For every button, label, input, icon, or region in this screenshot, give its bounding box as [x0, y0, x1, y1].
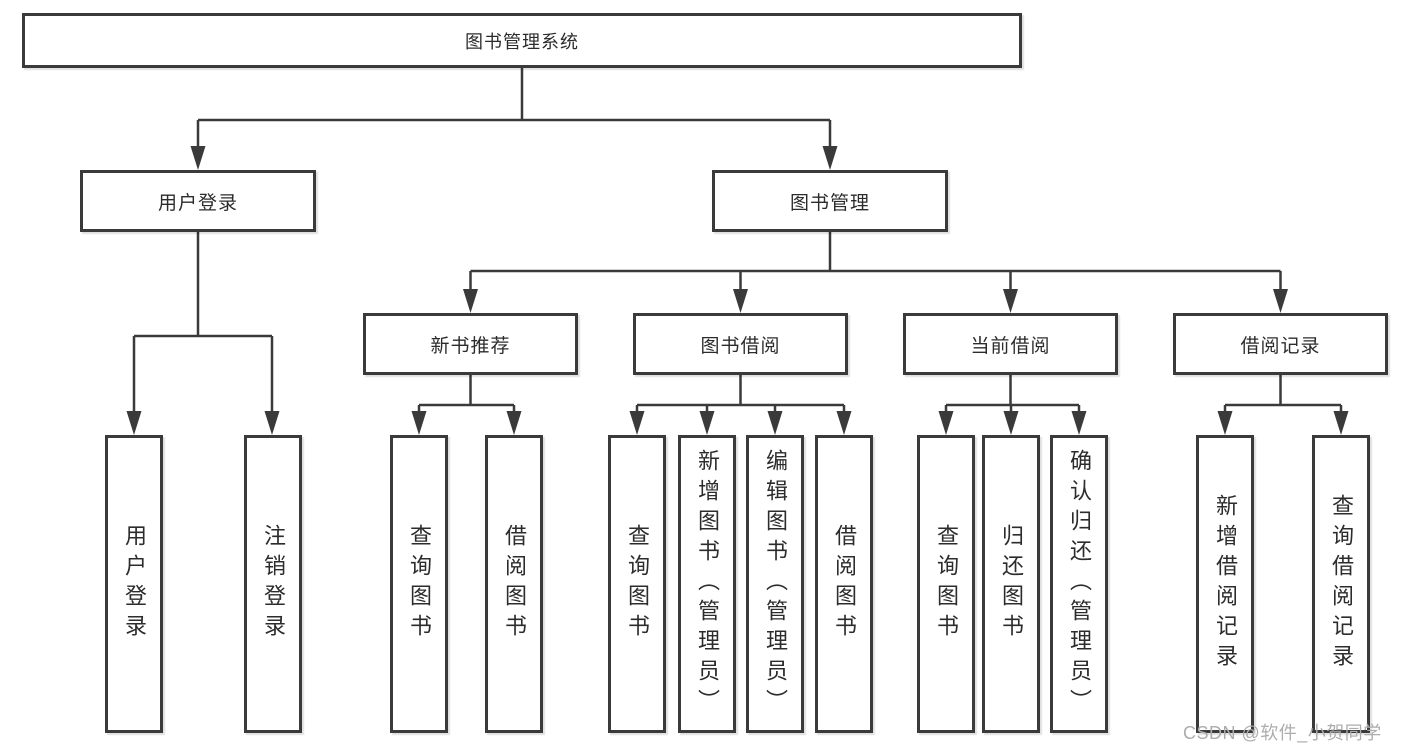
- leaf-label: 注销登录: [261, 524, 286, 644]
- leaf-return-book: 归还图书: [982, 435, 1040, 733]
- leaf-add-book-admin: 新增图书（管理员）: [678, 435, 736, 733]
- leaf-add-borrow-record: 新增借阅记录: [1196, 435, 1254, 733]
- node-library-management-system: 图书管理系统: [22, 13, 1022, 68]
- leaf-confirm-return-admin: 确认归还（管理员）: [1050, 435, 1108, 733]
- leaf-query-borrow-record: 查询借阅记录: [1312, 435, 1370, 733]
- leaf-query-books-current: 查询图书: [917, 435, 975, 733]
- leaf-label: 查询图书: [934, 524, 959, 644]
- leaf-borrow-books-recommend: 借阅图书: [485, 435, 543, 733]
- leaf-logout: 注销登录: [244, 435, 302, 733]
- node-current-borrowing: 当前借阅: [903, 313, 1118, 375]
- node-new-book-recommendation: 新书推荐: [363, 313, 578, 375]
- node-book-borrowing: 图书借阅: [633, 313, 848, 375]
- leaf-label: 用户登录: [122, 524, 147, 644]
- node-book-management: 图书管理: [712, 170, 948, 232]
- leaf-label: 借阅图书: [502, 524, 527, 644]
- leaf-label: 编辑图书（管理员）: [763, 449, 788, 719]
- leaf-query-books-recommend: 查询图书: [390, 435, 448, 733]
- leaf-label: 新增借阅记录: [1213, 494, 1238, 674]
- leaf-user-login: 用户登录: [105, 435, 163, 733]
- leaf-label: 新增图书（管理员）: [695, 449, 720, 719]
- leaf-edit-book-admin: 编辑图书（管理员）: [746, 435, 804, 733]
- node-user-login: 用户登录: [80, 170, 316, 232]
- leaf-label: 查询图书: [407, 524, 432, 644]
- leaf-label: 查询图书: [625, 524, 650, 644]
- leaf-label: 借阅图书: [832, 524, 857, 644]
- csdn-watermark: CSDN @软件_小贺同学: [1183, 723, 1382, 743]
- leaf-label: 确认归还（管理员）: [1067, 449, 1092, 719]
- leaf-borrow-books: 借阅图书: [815, 435, 873, 733]
- leaf-label: 归还图书: [999, 524, 1024, 644]
- leaf-label: 查询借阅记录: [1329, 494, 1354, 674]
- node-borrowing-records: 借阅记录: [1173, 313, 1388, 375]
- leaf-query-books-borrowing: 查询图书: [608, 435, 666, 733]
